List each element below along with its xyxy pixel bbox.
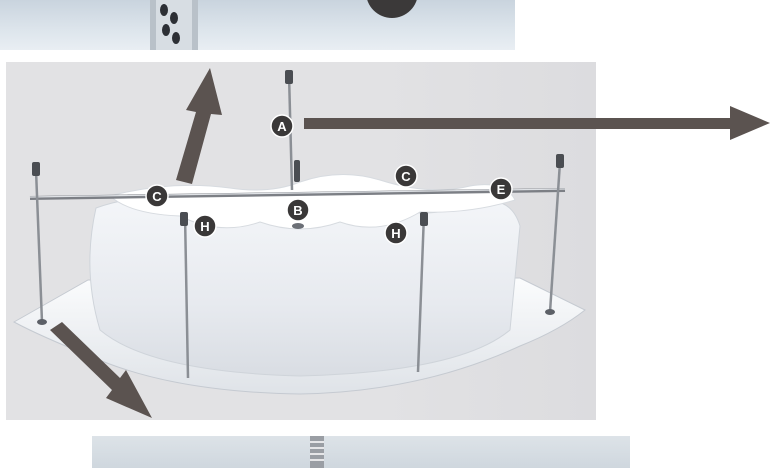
marker-c-right-label: C (401, 169, 411, 184)
marker-c-left-label: C (152, 189, 162, 204)
marker-b: B (287, 199, 309, 221)
marker-b-label: B (293, 203, 302, 218)
marker-a: A (271, 115, 293, 137)
marker-h-right-label: H (391, 226, 400, 241)
marker-h-right: H (385, 222, 407, 244)
marker-e: E (490, 178, 512, 200)
marker-c-right: C (395, 165, 417, 187)
marker-e-label: E (497, 182, 506, 197)
marker-c-left: C (146, 185, 168, 207)
drain-hole (292, 223, 304, 229)
marker-h-left: H (194, 215, 216, 237)
marker-a-label: A (277, 119, 287, 134)
marker-h-left-label: H (200, 219, 209, 234)
